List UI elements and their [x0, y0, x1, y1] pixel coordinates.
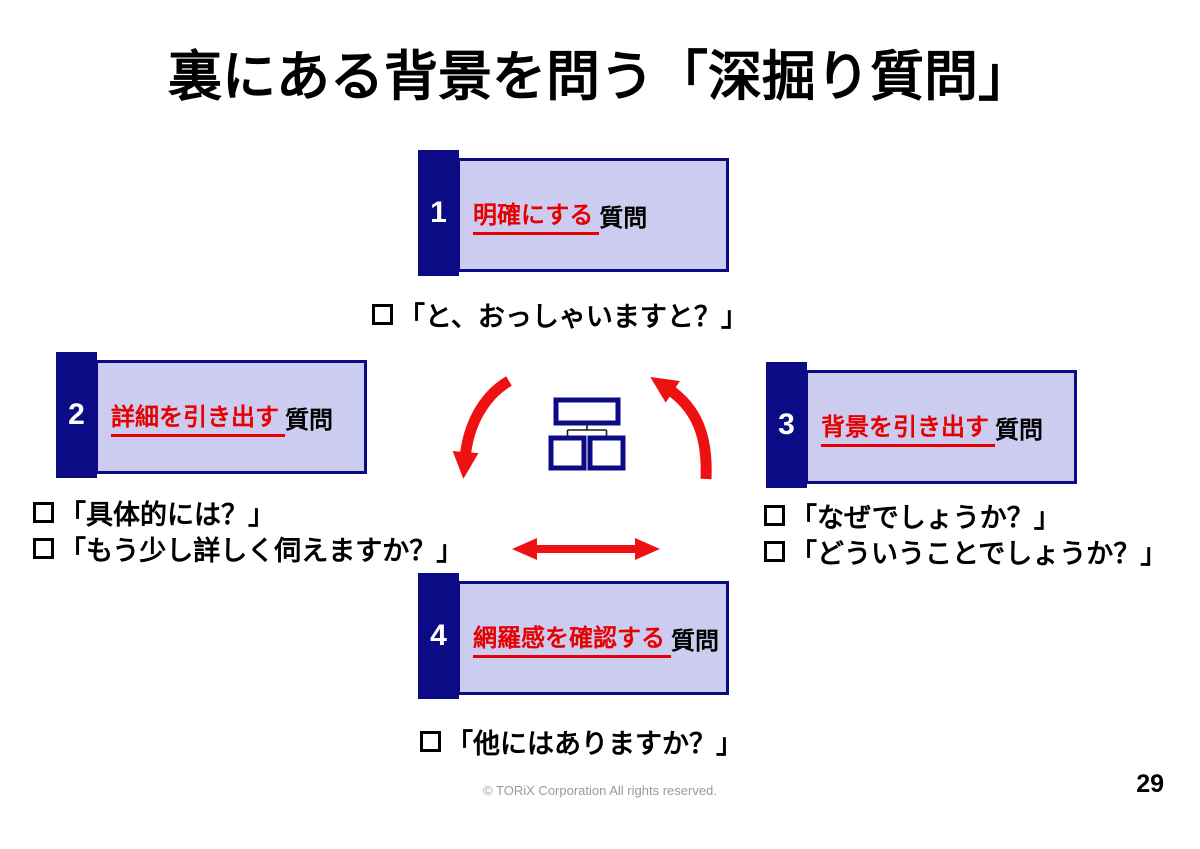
- example-question-text: 「具体的には？」: [59, 499, 275, 530]
- example-question-box3-1: 「なぜでしょうか？」: [764, 497, 1061, 533]
- checkbox-icon: [33, 501, 54, 523]
- example-question-box2-2: 「もう少し詳しく伺えますか？」: [33, 530, 463, 566]
- box-3-number-badge: 3: [766, 362, 807, 488]
- example-question-box1: 「と、おっしゃいますと？」: [372, 296, 748, 332]
- box-1-number-badge: 1: [418, 150, 459, 276]
- box-4-label-rest: 質問: [671, 627, 719, 655]
- checkbox-icon: [420, 730, 441, 752]
- example-question-box2-1: 「具体的には？」: [33, 494, 275, 530]
- question-box-4: 4 網羅感を確認する質問: [418, 573, 729, 699]
- checkbox-icon: [764, 504, 785, 526]
- checkbox-icon: [764, 540, 785, 562]
- box-2-label-highlight: 詳細を引き出す: [111, 397, 285, 437]
- box-1-label-highlight: 明確にする: [473, 195, 600, 235]
- checkbox-icon: [372, 303, 393, 325]
- box-4-label-highlight: 網羅感を確認する: [473, 618, 671, 658]
- example-question-box3-2: 「どういうことでしょうか？」: [764, 533, 1167, 569]
- curved-arrow-up-right-icon: [645, 375, 715, 490]
- box-1-label-rest: 質問: [599, 204, 648, 232]
- checkbox-icon: [33, 537, 54, 559]
- box-4-number-badge: 4: [418, 573, 459, 699]
- box-2-number-badge: 2: [56, 352, 97, 478]
- box-4-label: 網羅感を確認する質問: [457, 581, 729, 695]
- box-3-label: 背景を引き出す質問: [805, 370, 1077, 484]
- example-question-text: 「と、おっしゃいますと？」: [398, 301, 748, 332]
- box-1-label: 明確にする質問: [457, 158, 729, 272]
- example-question-text: 「もう少し詳しく伺えますか？」: [59, 535, 464, 566]
- box-3-label-rest: 質問: [995, 416, 1043, 444]
- double-headed-arrow-icon: [512, 536, 660, 567]
- question-box-1: 1 明確にする質問: [418, 150, 729, 276]
- box-2-label-rest: 質問: [285, 406, 333, 434]
- example-question-text: 「なぜでしょうか？」: [790, 502, 1061, 533]
- box-2-label: 詳細を引き出す質問: [95, 360, 367, 474]
- question-box-2: 2 詳細を引き出す質問: [56, 352, 367, 478]
- org-chart-icon: [546, 396, 628, 479]
- copyright-text: © TORiX Corporation All rights reserved.: [483, 783, 717, 798]
- page-number: 29: [1136, 770, 1164, 798]
- page-title: 裏にある背景を問う「深掘り質問」: [168, 47, 1032, 107]
- question-box-3: 3 背景を引き出す質問: [766, 362, 1077, 488]
- curved-arrow-down-left-icon: [445, 375, 515, 490]
- example-question-text: 「他にはありますか？」: [446, 728, 743, 759]
- box-3-label-highlight: 背景を引き出す: [821, 407, 995, 447]
- example-question-text: 「どういうことでしょうか？」: [790, 538, 1168, 569]
- example-question-box4: 「他にはありますか？」: [420, 723, 743, 759]
